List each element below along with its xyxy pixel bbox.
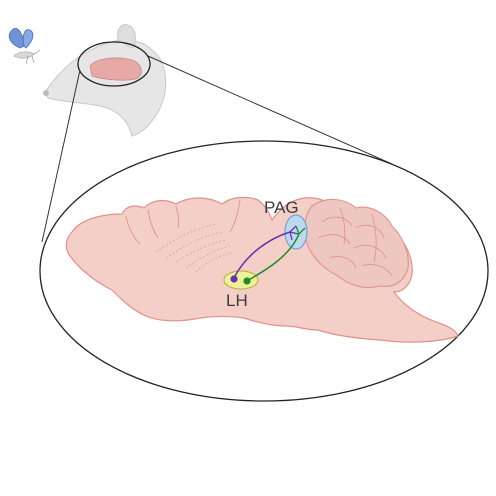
pag-region bbox=[284, 214, 308, 250]
pag-label: PAG bbox=[264, 198, 299, 217]
zoom-line-right bbox=[147, 55, 393, 165]
lh-region bbox=[223, 270, 259, 290]
purple-neuron-soma bbox=[230, 275, 238, 283]
zoom-line-left bbox=[41, 69, 81, 243]
brain-sagittal-section bbox=[65, 196, 459, 343]
zoom-source-ellipse bbox=[77, 41, 151, 87]
mouse-head-icon bbox=[43, 24, 167, 137]
butterfly-icon bbox=[8, 28, 41, 65]
green-neuron-soma bbox=[243, 277, 251, 285]
lh-label: LH bbox=[226, 291, 248, 310]
purple-neuron-projection bbox=[230, 225, 299, 283]
green-neuron-projection bbox=[243, 225, 306, 285]
